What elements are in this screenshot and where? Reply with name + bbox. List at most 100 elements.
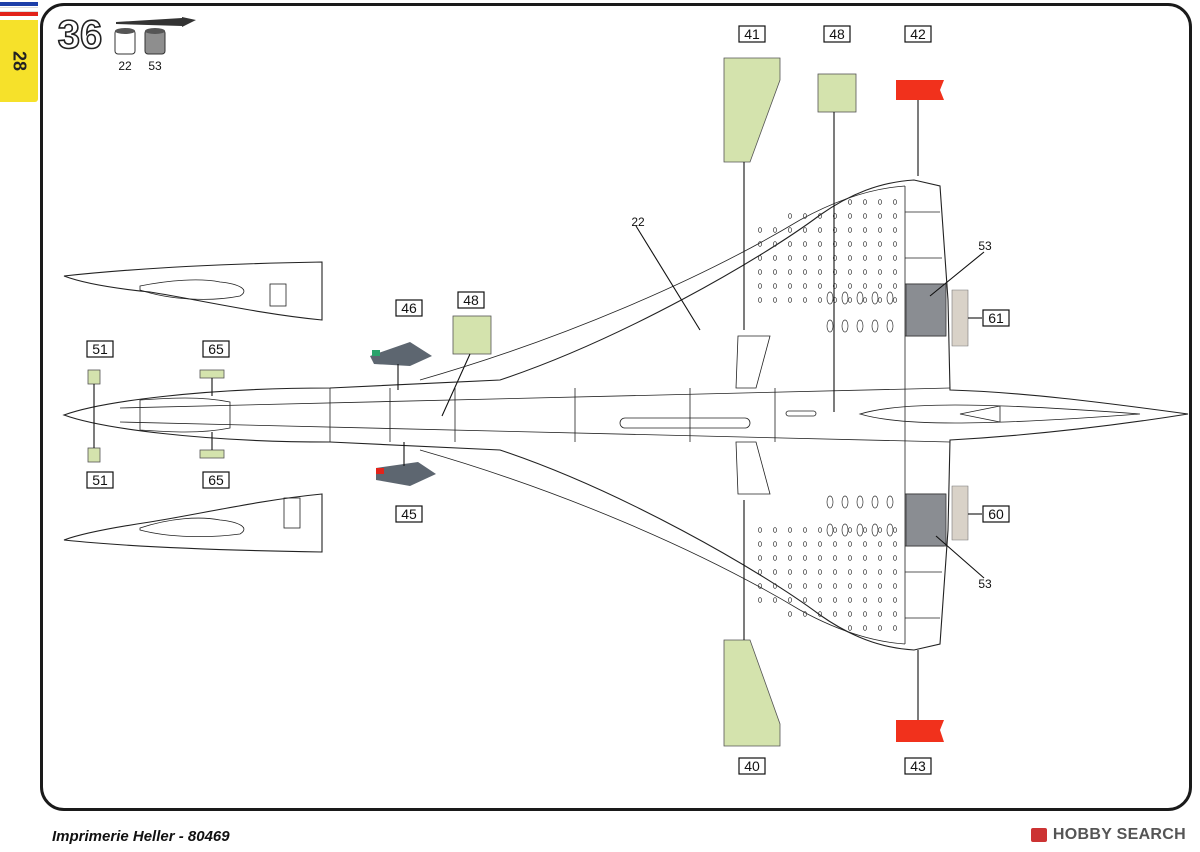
access-panel-hole (878, 283, 882, 289)
access-panel-hole (863, 283, 867, 289)
callout-40: 40 (738, 757, 766, 775)
access-panel-hole (788, 583, 792, 589)
access-panel-hole (773, 541, 777, 547)
access-panel-hole (833, 241, 837, 247)
access-panel-hole (803, 227, 807, 233)
access-panel-hole (788, 213, 792, 219)
access-panel-port (826, 495, 834, 509)
access-panel-hole (848, 583, 852, 589)
access-panel-port (886, 495, 894, 509)
access-panel-port (856, 319, 864, 333)
access-panel-hole (893, 269, 897, 275)
svg-text:41: 41 (744, 26, 760, 42)
paint-label-53-bottom: 53 (978, 577, 992, 591)
access-panel-hole (803, 283, 807, 289)
svg-text:51: 51 (92, 472, 108, 488)
decal-41 (723, 57, 781, 163)
access-panel-hole (818, 597, 822, 603)
access-panel-hole (863, 541, 867, 547)
access-panel-hole (758, 555, 762, 561)
access-panel-hole (818, 527, 822, 533)
paint-code-53: 53 (148, 59, 162, 73)
access-panel-port (856, 523, 864, 537)
access-panel-hole (893, 241, 897, 247)
access-panel-hole (818, 255, 822, 261)
access-panel-port (826, 319, 834, 333)
access-panel-hole (803, 541, 807, 547)
access-panel-hole (803, 597, 807, 603)
svg-text:60: 60 (988, 506, 1004, 522)
access-panel-hole (833, 611, 837, 617)
access-panel-hole (773, 569, 777, 575)
access-panel-hole (788, 227, 792, 233)
decal-65-top (199, 369, 225, 379)
access-panel-hole (803, 611, 807, 617)
access-panel-hole (758, 597, 762, 603)
access-panel-hole (758, 297, 762, 303)
leader-lines (93, 100, 985, 720)
access-panel-hole (773, 297, 777, 303)
access-panel-hole (863, 297, 867, 303)
access-panel-hole (848, 283, 852, 289)
access-panel-hole (878, 227, 882, 233)
access-panel-hole (848, 227, 852, 233)
watermark: HOBBY SEARCH (1030, 826, 1186, 844)
access-panel-hole (788, 541, 792, 547)
access-panel-hole (803, 241, 807, 247)
access-panel-hole (758, 569, 762, 575)
access-panel-hole (878, 213, 882, 219)
access-panel-hole (878, 583, 882, 589)
decal-43 (896, 720, 944, 742)
access-panel-hole (848, 199, 852, 205)
access-panel-port (886, 291, 894, 305)
access-panel-hole (863, 269, 867, 275)
decal-61 (951, 289, 969, 347)
access-panel-hole (893, 583, 897, 589)
access-panel-hole (863, 611, 867, 617)
access-panel-hole (833, 227, 837, 233)
access-panel-hole (878, 569, 882, 575)
access-panel-hole (848, 213, 852, 219)
access-panel-hole (878, 241, 882, 247)
access-panel-hole (893, 555, 897, 561)
step-number: 36 (58, 13, 103, 57)
flag-stripe-white (0, 7, 38, 12)
callout-51-bottom: 51 (86, 471, 114, 489)
access-panel-hole (758, 269, 762, 275)
access-panel-hole (818, 227, 822, 233)
paint-pot-icon (114, 28, 136, 55)
access-panel-hole (788, 611, 792, 617)
access-panel-hole (833, 269, 837, 275)
access-panel-hole (803, 527, 807, 533)
access-panel-hole (788, 283, 792, 289)
access-panel-port (886, 319, 894, 333)
access-panel-hole (788, 241, 792, 247)
access-panel-hole (758, 241, 762, 247)
access-panel-hole (818, 583, 822, 589)
callout-41: 41 (738, 25, 766, 43)
access-panel-hole (863, 241, 867, 247)
side-view-top (63, 261, 323, 321)
svg-text:48: 48 (463, 292, 479, 308)
access-panel-hole (893, 625, 897, 631)
access-panel-hole (803, 583, 807, 589)
access-panel-hole (893, 597, 897, 603)
access-panel-hole (803, 213, 807, 219)
access-panel-hole (818, 611, 822, 617)
access-panel-hole (848, 611, 852, 617)
access-panel-hole (758, 255, 762, 261)
svg-text:46: 46 (401, 300, 417, 316)
access-panel-hole (893, 227, 897, 233)
flag-stripe-red (0, 12, 38, 16)
access-panel-pattern (758, 199, 897, 631)
paint-label-22: 22 (631, 215, 645, 229)
access-panel-hole (878, 555, 882, 561)
access-panel-hole (893, 297, 897, 303)
callout-45: 45 (395, 505, 423, 523)
callout-51-top: 51 (86, 340, 114, 358)
access-panel-port (841, 523, 849, 537)
access-panel-hole (863, 625, 867, 631)
access-panel-hole (833, 255, 837, 261)
access-panel-hole (818, 297, 822, 303)
